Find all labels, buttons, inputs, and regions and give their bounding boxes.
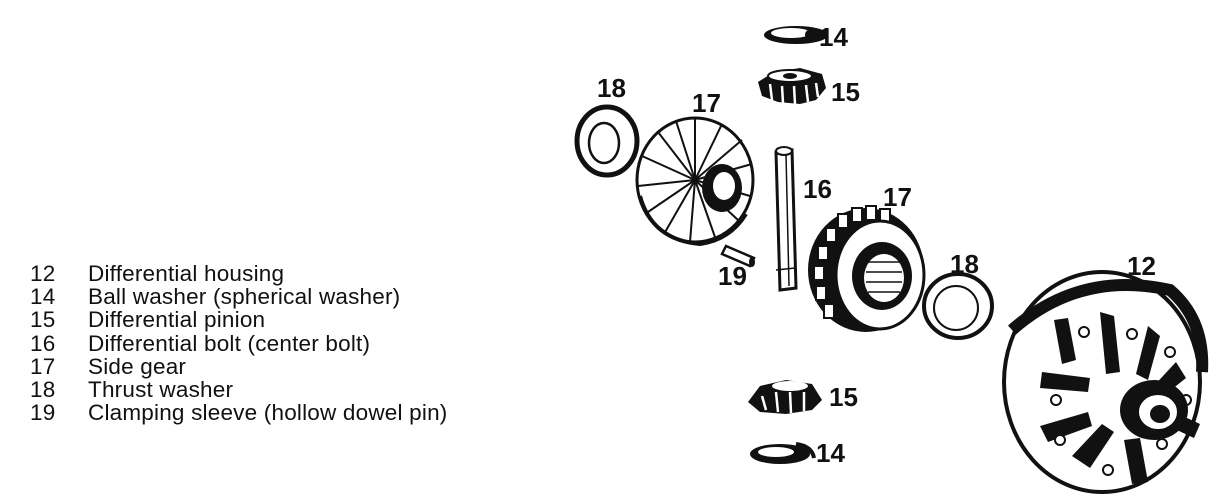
legend-number: 18 (30, 377, 56, 403)
pinion-top (758, 68, 826, 105)
side-gear-right (808, 205, 926, 332)
legend-item-19: 19 Clamping sleeve (hollow dowel pin) (30, 401, 447, 424)
ball-washer-top (764, 26, 828, 44)
legend-label: Differential housing (88, 261, 285, 286)
callout-17-left: 17 (692, 88, 721, 118)
legend-number: 12 (30, 261, 56, 286)
differential-housing (1002, 270, 1209, 494)
legend-item-18: 18 Thrust washer (30, 378, 447, 401)
legend-item-12: 12 Differential housing (30, 262, 447, 285)
legend-item-14: 14 Ball washer (spherical washer) (30, 285, 447, 308)
thrust-washer-left (574, 104, 640, 178)
callout-12: 12 (1127, 251, 1156, 281)
thrust-washer-right (922, 272, 994, 340)
callout-19: 19 (718, 261, 747, 291)
callout-16: 16 (803, 174, 832, 204)
callout-18-left: 18 (597, 73, 626, 103)
legend-label: Clamping sleeve (hollow dowel pin) (88, 400, 448, 426)
callout-18-right: 18 (950, 249, 979, 279)
legend-number: 17 (30, 353, 56, 379)
legend-label: Differential pinion (88, 307, 266, 333)
legend-label: Thrust washer (88, 377, 234, 403)
legend-item-17: 17 Side gear (30, 355, 447, 378)
ball-washer-bottom (750, 442, 816, 464)
legend-label: Differential bolt (center bolt) (88, 330, 371, 356)
pinion-bottom (748, 380, 822, 414)
callout-15-top: 15 (831, 77, 860, 107)
legend-number: 14 (30, 284, 56, 310)
callout-14-top: 14 (819, 22, 848, 52)
parts-legend: 12 Differential housing 14 Ball washer (… (30, 262, 447, 425)
legend-number: 19 (30, 400, 56, 426)
legend-number: 16 (30, 330, 56, 356)
callout-14-bottom: 14 (816, 438, 845, 468)
clamping-sleeve (720, 244, 756, 268)
legend-item-15: 15 Differential pinion (30, 308, 447, 331)
legend-label: Side gear (88, 353, 187, 379)
callout-17-right: 17 (883, 182, 912, 212)
legend-item-16: 16 Differential bolt (center bolt) (30, 330, 447, 356)
side-gear-left (635, 116, 755, 247)
legend-number: 15 (30, 307, 56, 333)
legend-label: Ball washer (spherical washer) (88, 284, 401, 310)
center-bolt (774, 146, 798, 292)
callout-15-bottom: 15 (829, 382, 858, 412)
